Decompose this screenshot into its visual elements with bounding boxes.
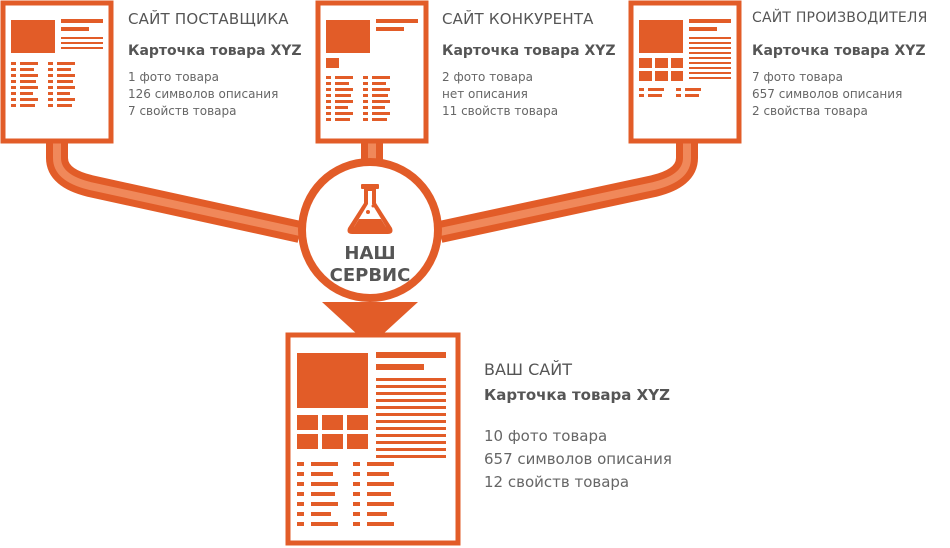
service-label-line1: НАШ <box>344 243 396 264</box>
connectors <box>46 140 698 243</box>
down-arrow-icon <box>322 302 418 346</box>
result-card-label: Карточка товара XYZ <box>484 386 670 404</box>
result-stat-photos: 10 фото товара <box>484 427 608 445</box>
manufacturer-stat-properties: 2 свойства товара <box>752 104 868 118</box>
connector-supplier-inner <box>53 140 301 236</box>
supplier-stat-photos: 1 фото товара <box>128 70 219 84</box>
manufacturer-title: САЙТ ПРОИЗВОДИТЕЛЯ <box>752 10 928 26</box>
manufacturer-stat-description: 657 символов описания <box>752 87 903 101</box>
service-label-line2: СЕРВИС <box>329 265 411 286</box>
supplier-stat-properties: 7 свойств товара <box>128 104 237 118</box>
connector-manufacturer-inner <box>439 140 691 236</box>
result-stat-description: 657 символов описания <box>484 450 672 468</box>
competitor-stat-description: нет описания <box>442 87 528 101</box>
competitor-stat-properties: 11 свойств товара <box>442 104 559 118</box>
service-label: НАШ СЕРВИС <box>300 243 440 287</box>
competitor-card-label: Карточка товара XYZ <box>442 43 616 59</box>
result-page-icon <box>285 332 461 546</box>
supplier-card-label: Карточка товара XYZ <box>128 43 302 59</box>
competitor-stat-photos: 2 фото товара <box>442 70 533 84</box>
manufacturer-stat-photos: 7 фото товара <box>752 70 843 84</box>
result-title: ВАШ САЙТ <box>484 360 572 379</box>
competitor-title: САЙТ КОНКУРЕНТА <box>442 10 594 28</box>
result-stat-properties: 12 свойств товара <box>484 473 630 491</box>
supplier-page-icon <box>0 0 114 144</box>
supplier-stat-description: 126 символов описания <box>128 87 279 101</box>
competitor-page-icon <box>315 0 429 144</box>
manufacturer-card-label: Карточка товара XYZ <box>752 43 926 59</box>
service-hub <box>298 158 442 302</box>
flask-icon <box>347 184 393 234</box>
supplier-title: САЙТ ПОСТАВЩИКА <box>128 10 289 28</box>
manufacturer-page-icon <box>628 0 742 144</box>
